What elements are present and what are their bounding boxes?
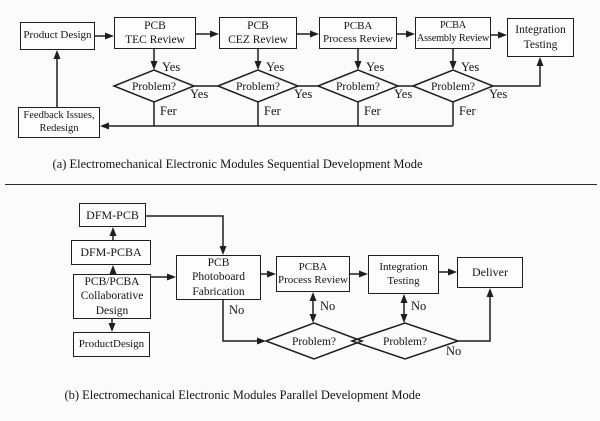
node-pcb-cez-review: PCB CEZ Review	[219, 17, 297, 49]
decision-label: Problem?	[430, 80, 476, 93]
node-product-design-a: Product Design	[20, 22, 95, 50]
node-product-design-b: ProductDesign	[73, 332, 150, 357]
edge-label-fer: Fer	[264, 104, 281, 118]
edge-label-yes: Yes	[162, 60, 181, 74]
edge-label-yes: Yes	[394, 87, 413, 101]
node-pcb-photoboard-fabrication: PCB Photoboard Fabrication	[176, 255, 261, 300]
edge-label-yes: Yes	[461, 60, 480, 74]
edge-label-yes: Yes	[190, 87, 209, 101]
node-pcb-tec-review: PCB TEC Review	[114, 17, 196, 49]
node-pcba-assembly-review: PCBA Assembly Review	[415, 17, 491, 49]
node-deliver: Deliver	[457, 257, 523, 288]
edge-label-yes: Yes	[366, 60, 385, 74]
edge-label-no: No	[411, 299, 427, 313]
decision-label: Problem?	[131, 80, 177, 93]
node-pcba-process-review-b: PCBA Process Review	[276, 256, 350, 292]
edge-label-no: No	[229, 303, 245, 317]
decision-diamonds-a	[111, 69, 496, 103]
section-divider	[5, 184, 597, 185]
edge-label-fer: Fer	[459, 104, 476, 118]
decision-label: Problem?	[235, 80, 281, 93]
caption-b: (b) Electromechanical Electronic Modules…	[64, 388, 421, 402]
node-dfm-pcba: DFM-PCBA	[71, 240, 151, 265]
decision-label: Problem?	[291, 335, 337, 348]
node-feedback-redesign: Feedback Issues, Redesign	[18, 107, 100, 138]
flow-lines-a	[53, 30, 544, 130]
edge-label-fer: Fer	[364, 104, 381, 118]
edge-label-yes: Yes	[294, 87, 313, 101]
edge-label-no: No	[446, 344, 462, 358]
decision-label: Problem?	[335, 80, 381, 93]
edge-label-yes: Yes	[266, 60, 285, 74]
decision-label: Problem?	[382, 335, 428, 348]
flow-lines-b	[108, 215, 494, 345]
decision-diamonds-b	[263, 322, 461, 360]
edge-label-fer: Fer	[160, 104, 177, 118]
caption-a: (a) Electromechanical Electronic Modules…	[52, 157, 423, 171]
node-pcba-process-review-a: PCBA Process Review	[319, 17, 397, 49]
edge-label-yes: Yes	[489, 87, 508, 101]
node-collaborative-design: PCB/PCBA Collaborative Design	[73, 274, 151, 319]
node-integration-testing-a: Integration Testing	[507, 18, 574, 57]
edge-label-no: No	[320, 299, 336, 313]
node-dfm-pcb: DFM-PCB	[79, 203, 146, 227]
node-integration-testing-b: Integration Testing	[368, 255, 439, 294]
